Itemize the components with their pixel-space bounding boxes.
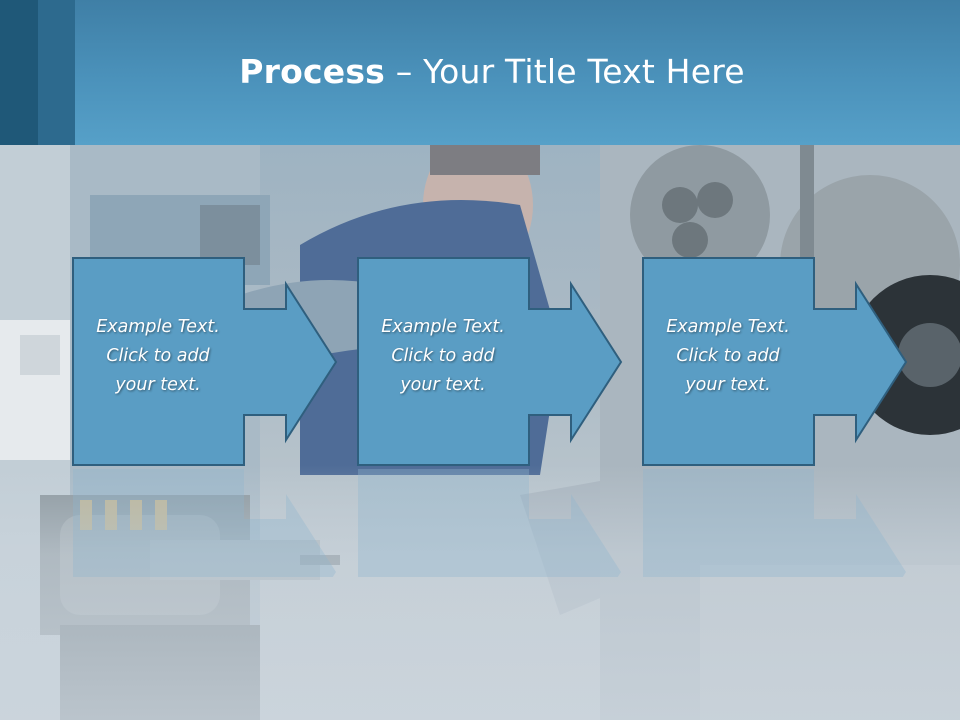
step-line-3: your text. xyxy=(115,375,201,395)
step-text: Example Text. Click to add your text. xyxy=(357,313,529,400)
process-step-1[interactable]: Example Text. Click to add your text. xyxy=(72,257,382,467)
arrow-callout-shape xyxy=(72,257,338,466)
step-2-reflection xyxy=(357,467,667,577)
step-line-2: Click to add xyxy=(676,346,780,366)
step-line-1: Example Text. xyxy=(381,317,505,337)
reflection-fade xyxy=(0,465,960,720)
step-line-3: your text. xyxy=(685,375,771,395)
arrow-callout-shape xyxy=(642,257,908,466)
title-bold: Process xyxy=(239,52,386,91)
step-line-3: your text. xyxy=(400,375,486,395)
step-line-1: Example Text. xyxy=(96,317,220,337)
process-step-3[interactable]: Example Text. Click to add your text. xyxy=(642,257,952,467)
step-3-reflection xyxy=(642,467,952,577)
arrow-callout-shape xyxy=(357,257,623,466)
step-line-1: Example Text. xyxy=(666,317,790,337)
title-rest: – Your Title Text Here xyxy=(385,52,745,91)
slide-title[interactable]: Process – Your Title Text Here xyxy=(0,52,960,91)
step-text: Example Text. Click to add your text. xyxy=(642,313,814,400)
process-step-2[interactable]: Example Text. Click to add your text. xyxy=(357,257,667,467)
step-line-2: Click to add xyxy=(391,346,495,366)
title-bar: Process – Your Title Text Here xyxy=(0,0,960,145)
step-text: Example Text. Click to add your text. xyxy=(72,313,244,400)
step-line-2: Click to add xyxy=(106,346,210,366)
step-1-reflection xyxy=(72,467,382,577)
header-accent-dark xyxy=(0,0,38,145)
header-accent xyxy=(38,0,75,145)
